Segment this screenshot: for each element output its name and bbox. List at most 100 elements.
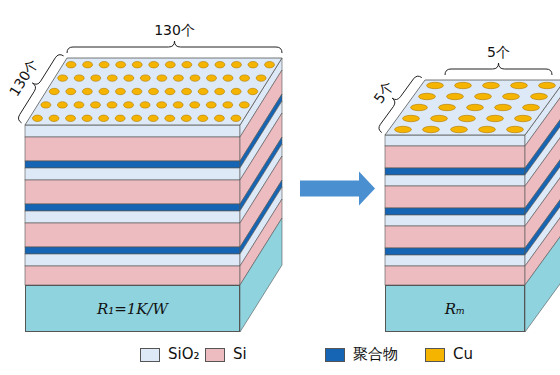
cu-via — [215, 88, 225, 94]
cu-via — [503, 93, 520, 99]
cu-via — [140, 102, 150, 108]
front-layer — [25, 125, 240, 137]
cu-via — [173, 75, 183, 81]
cu-via — [91, 102, 101, 108]
count-bracket — [67, 41, 282, 53]
cu-via — [198, 88, 208, 94]
cu-via — [66, 88, 76, 94]
front-layer — [25, 161, 240, 168]
cu-via — [395, 126, 412, 132]
legend-text: 聚合物 — [353, 345, 398, 364]
legend-text: Cu — [453, 345, 473, 363]
cu-via — [132, 88, 142, 94]
cu-via — [427, 82, 444, 88]
cu-via — [58, 75, 68, 81]
cu-via — [116, 61, 126, 67]
front-layer — [385, 266, 525, 285]
layer-stack-block: R₁=1K/W — [25, 125, 240, 332]
top-face — [385, 80, 560, 135]
count-label: 130个 — [154, 22, 195, 40]
count-bracket — [445, 63, 552, 75]
front-layer — [385, 255, 525, 266]
cu-via — [165, 61, 175, 67]
cu-via — [265, 61, 275, 67]
cu-via — [507, 126, 524, 132]
top-face — [25, 58, 282, 125]
cu-via — [149, 88, 159, 94]
cu-via — [447, 93, 464, 99]
cu-via — [140, 75, 150, 81]
front-layer — [25, 247, 240, 254]
resistance-label: Rₘ — [385, 285, 525, 332]
cu-via — [511, 82, 528, 88]
cu-via — [181, 115, 191, 121]
front-layer — [25, 211, 240, 223]
cu-via — [495, 104, 512, 110]
cu-via — [157, 102, 167, 108]
cu-via — [198, 115, 208, 121]
cu-via — [157, 75, 167, 81]
cu-via — [148, 115, 158, 121]
cu-via — [419, 93, 436, 99]
cu-via — [57, 102, 67, 108]
cu-via — [173, 102, 183, 108]
cu-via — [539, 82, 556, 88]
front-layer — [25, 223, 240, 247]
cu-via — [99, 61, 109, 67]
cu-via — [523, 104, 540, 110]
legend-swatch — [425, 348, 445, 362]
substrate-side — [525, 230, 560, 332]
front-layer — [385, 208, 525, 215]
transform-arrow — [300, 172, 375, 206]
count-label: 130个 — [6, 56, 43, 100]
cu-via — [190, 75, 200, 81]
cu-via — [149, 61, 159, 67]
front-layer — [385, 226, 525, 248]
legend-swatch — [325, 348, 345, 362]
front-layer — [385, 168, 525, 175]
cu-via — [83, 61, 93, 67]
cu-via — [33, 115, 43, 121]
cu-via — [231, 115, 241, 121]
cu-via — [467, 104, 484, 110]
layer-stack-block: Rₘ — [385, 135, 525, 332]
front-layer — [25, 254, 240, 266]
cu-via — [49, 115, 59, 121]
substrate-side — [240, 218, 282, 332]
legend-text: SiO₂ — [168, 345, 200, 363]
front-layer — [385, 135, 525, 146]
cu-via — [190, 102, 200, 108]
cu-via — [475, 93, 492, 99]
cu-via — [107, 75, 117, 81]
cu-via — [66, 115, 76, 121]
front-layer — [385, 175, 525, 186]
cu-via — [459, 115, 476, 121]
cu-via — [99, 115, 109, 121]
cu-via — [124, 75, 134, 81]
cu-via — [74, 102, 84, 108]
front-layer — [385, 248, 525, 255]
front-layer — [25, 180, 240, 204]
cu-via — [132, 115, 142, 121]
cu-via — [479, 126, 496, 132]
front-layer — [25, 204, 240, 211]
cu-via — [231, 88, 241, 94]
cu-via — [411, 104, 428, 110]
cu-via — [107, 102, 117, 108]
cu-via — [515, 115, 532, 121]
cu-via — [403, 115, 420, 121]
cu-via — [182, 61, 192, 67]
cu-via — [99, 88, 109, 94]
cu-via — [124, 102, 134, 108]
cu-via — [223, 75, 233, 81]
cu-via — [182, 88, 192, 94]
cu-via — [214, 115, 224, 121]
front-layer — [25, 266, 240, 285]
cu-via — [41, 102, 51, 108]
cu-via — [239, 102, 249, 108]
cu-via — [248, 88, 258, 94]
cu-via — [256, 75, 266, 81]
legend-text: Si — [233, 345, 247, 363]
cu-via — [82, 88, 92, 94]
layer-stack — [25, 58, 282, 332]
